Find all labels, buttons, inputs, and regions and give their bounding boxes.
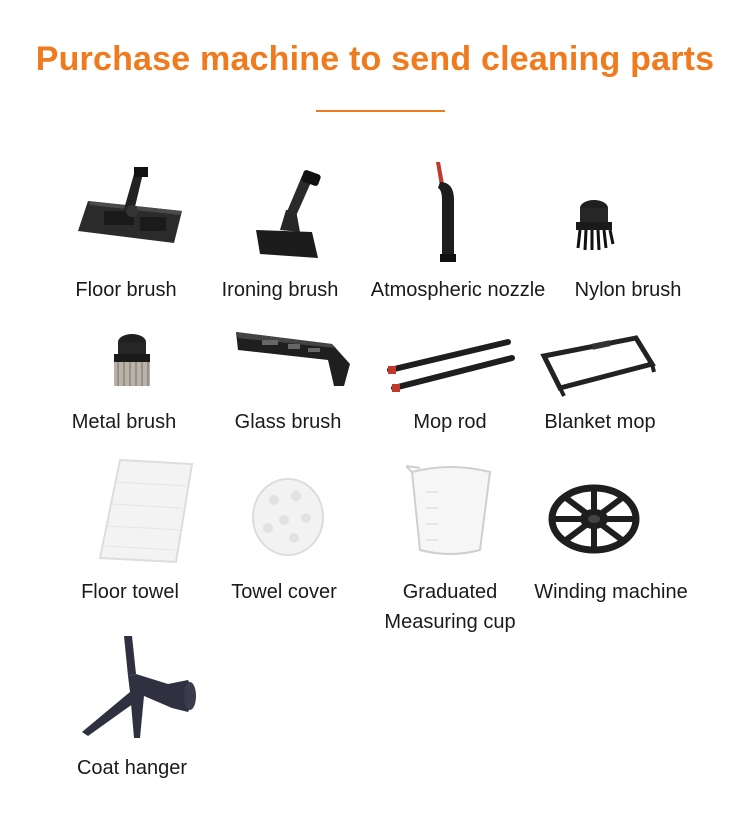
measuring-cup-icon [406,462,494,560]
part-label: Nylon brush [574,279,682,301]
blanket-mop-icon [540,334,658,398]
part-label: Atmospheric nozzle [370,279,546,301]
part-label: Winding machine [534,581,688,603]
towel-cover-icon [250,476,326,558]
nozzle-icon [428,160,468,264]
part-label: Blanket mop [544,411,656,433]
part-label: Towel cover [231,581,337,603]
part-label: Ironing brush [221,279,339,301]
page-title: Purchase machine to send cleaning parts [35,40,715,78]
part-label-line2: Measuring cup [384,611,516,633]
part-label: Floor towel [81,581,179,603]
part-label: Mop rod [413,411,487,433]
floor-towel-icon [96,456,196,566]
ironing-brush-icon [252,170,332,262]
mop-rod-icon [384,336,516,392]
floor-brush-icon [74,165,186,245]
part-label: Glass brush [234,411,342,433]
part-label: Metal brush [71,411,177,433]
metal-brush-icon [106,330,158,390]
title-underline [316,110,445,112]
winding-machine-icon [548,484,640,554]
part-label: Floor brush [75,279,177,301]
part-label: Graduated [402,581,498,603]
coat-hanger-icon [78,634,198,740]
nylon-brush-icon [568,196,620,252]
part-label: Coat hanger [76,757,188,779]
glass-brush-icon [232,324,354,390]
